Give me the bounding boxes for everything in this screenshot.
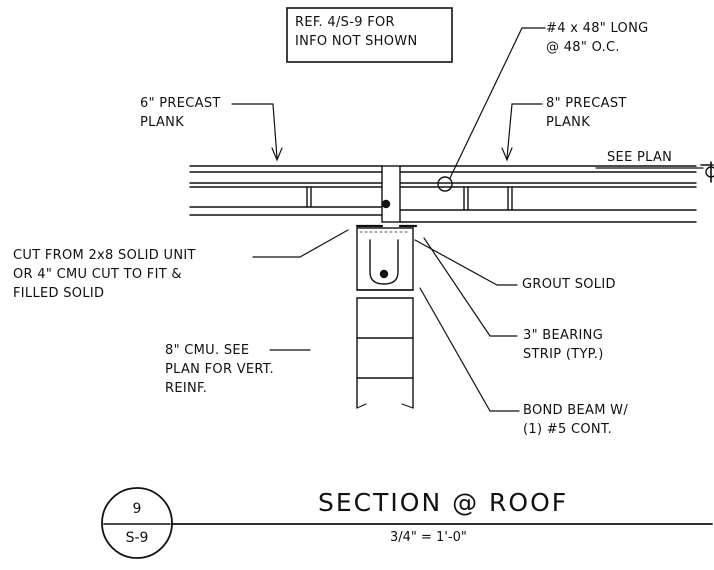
plank-6-note: 6" PRECAST PLANK: [140, 94, 221, 132]
sheet-number: S-9: [125, 530, 149, 546]
drawing-title: SECTION @ ROOF: [318, 488, 569, 517]
plank-6-line2: PLANK: [140, 115, 185, 130]
rebar-note-line2: @ 48" O.C.: [546, 40, 620, 55]
leader-cut-from: [252, 229, 349, 258]
cut-from-note: CUT FROM 2x8 SOLID UNIT OR 4" CMU CUT TO…: [13, 246, 196, 303]
see-plan-text: SEE PLAN: [607, 150, 673, 165]
plank-8-note: 8" PRECAST PLANK: [546, 94, 627, 132]
drawing-scale: 3/4" = 1'-0": [390, 530, 467, 545]
leader-plank-6: [231, 103, 278, 159]
rebar-section: [437, 176, 453, 192]
leader-bond-beam: [419, 287, 520, 412]
rebar-note-line1: #4 x 48" LONG: [546, 21, 649, 36]
ref-note-line1: REF. 4/S-9 FOR: [295, 15, 395, 30]
detail-bubble: [101, 487, 173, 559]
cmu-line1: 8" CMU. SEE: [165, 343, 250, 358]
section-cut-symbol: [700, 161, 714, 183]
ref-note-line2: INFO NOT SHOWN: [295, 34, 418, 49]
ref-box-frame: [286, 7, 453, 63]
bearing-line1: 3" BEARING: [523, 328, 604, 343]
see-plan-note: SEE PLAN: [607, 148, 672, 167]
grout-text: GROUT SOLID: [522, 277, 616, 292]
cut-from-line3: FILLED SOLID: [13, 286, 105, 301]
plank-6-line1: 6" PRECAST: [140, 96, 221, 111]
rebar-note: #4 x 48" LONG @ 48" O.C.: [546, 19, 649, 57]
cmu-line2: PLAN FOR VERT.: [165, 362, 274, 377]
leader-lines: [231, 27, 704, 412]
bearing-line2: STRIP (TYP.): [523, 347, 604, 362]
infill-solid-unit: [356, 227, 414, 291]
leader-bearing: [423, 237, 518, 337]
grout-joint: [381, 165, 401, 223]
leader-grout: [414, 239, 518, 286]
bond-beam-note: BOND BEAM W/ (1) #5 CONT.: [523, 401, 628, 439]
bond-beam-line1: BOND BEAM W/: [523, 403, 628, 418]
leader-rebar: [449, 27, 546, 179]
grout-note: GROUT SOLID: [522, 275, 616, 294]
bond-beam-line2: (1) #5 CONT.: [523, 422, 613, 437]
plank-8-line1: 8" PRECAST: [546, 96, 627, 111]
cmu-line3: REINF.: [165, 381, 208, 396]
cmu-wall: [356, 297, 414, 409]
ref-note: REF. 4/S-9 FOR INFO NOT SHOWN: [295, 13, 417, 51]
cut-from-line1: CUT FROM 2x8 SOLID UNIT: [13, 248, 196, 263]
bearing-note: 3" BEARING STRIP (TYP.): [523, 326, 604, 364]
precast-plank-8in: [399, 165, 697, 223]
plank-8-line2: PLANK: [546, 115, 591, 130]
detail-number: 9: [132, 501, 142, 517]
leader-plank-8: [506, 103, 543, 159]
cmu-note: 8" CMU. SEE PLAN FOR VERT. REINF.: [165, 341, 274, 398]
precast-plank-6in: [189, 165, 383, 216]
bond-beam: [356, 289, 414, 299]
cut-from-line2: OR 4" CMU CUT TO FIT &: [13, 267, 182, 282]
